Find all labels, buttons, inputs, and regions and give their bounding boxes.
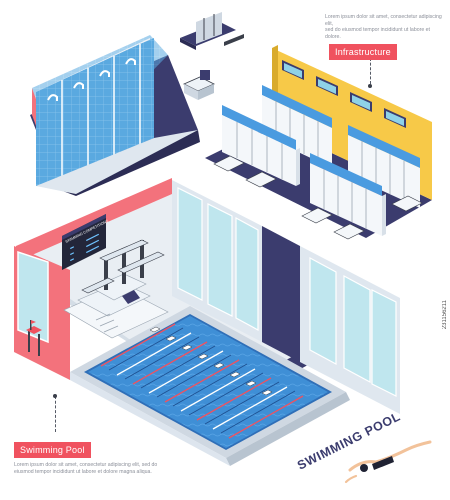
infrastructure-callout: Lorem ipsum dolor sit amet, consectetur … bbox=[325, 14, 443, 61]
locker-room-windows bbox=[282, 60, 406, 128]
lane-ropes bbox=[100, 323, 304, 439]
lifeguard-chair bbox=[26, 320, 42, 356]
infrastructure-leader-line bbox=[370, 58, 371, 84]
locker-room bbox=[205, 45, 432, 240]
lane-lines bbox=[108, 327, 296, 434]
shower-stalls bbox=[36, 38, 154, 186]
lockers-front-row bbox=[222, 105, 386, 236]
diving-platforms bbox=[63, 239, 169, 339]
pool-hall: SWIMMING COMPETITIONS bbox=[14, 178, 400, 466]
diving-board bbox=[180, 12, 244, 50]
pool-leader-line bbox=[55, 396, 56, 432]
lockers-back-row bbox=[262, 85, 420, 208]
benches bbox=[213, 155, 423, 240]
shower-room bbox=[30, 35, 200, 196]
infrastructure-label: Infrastructure bbox=[329, 44, 397, 61]
starting-block bbox=[183, 70, 215, 100]
stock-id-watermark: 231156211 bbox=[442, 300, 448, 330]
pool-leader-dot bbox=[53, 394, 57, 398]
swimmer-figure bbox=[344, 440, 432, 484]
infrastructure-leader-dot bbox=[368, 84, 372, 88]
pool-basin bbox=[70, 306, 350, 466]
pool-starting-blocks bbox=[149, 326, 273, 396]
pool-label: Swimming Pool bbox=[14, 442, 91, 458]
pool-description: Lorem ipsum dolor sit amet, consectetur … bbox=[14, 462, 158, 475]
infrastructure-description: Lorem ipsum dolor sit amet, consectetur … bbox=[325, 14, 442, 40]
shower-heads bbox=[47, 58, 136, 101]
pool-callout: Swimming Pool Lorem ipsum dolor sit amet… bbox=[14, 440, 174, 475]
